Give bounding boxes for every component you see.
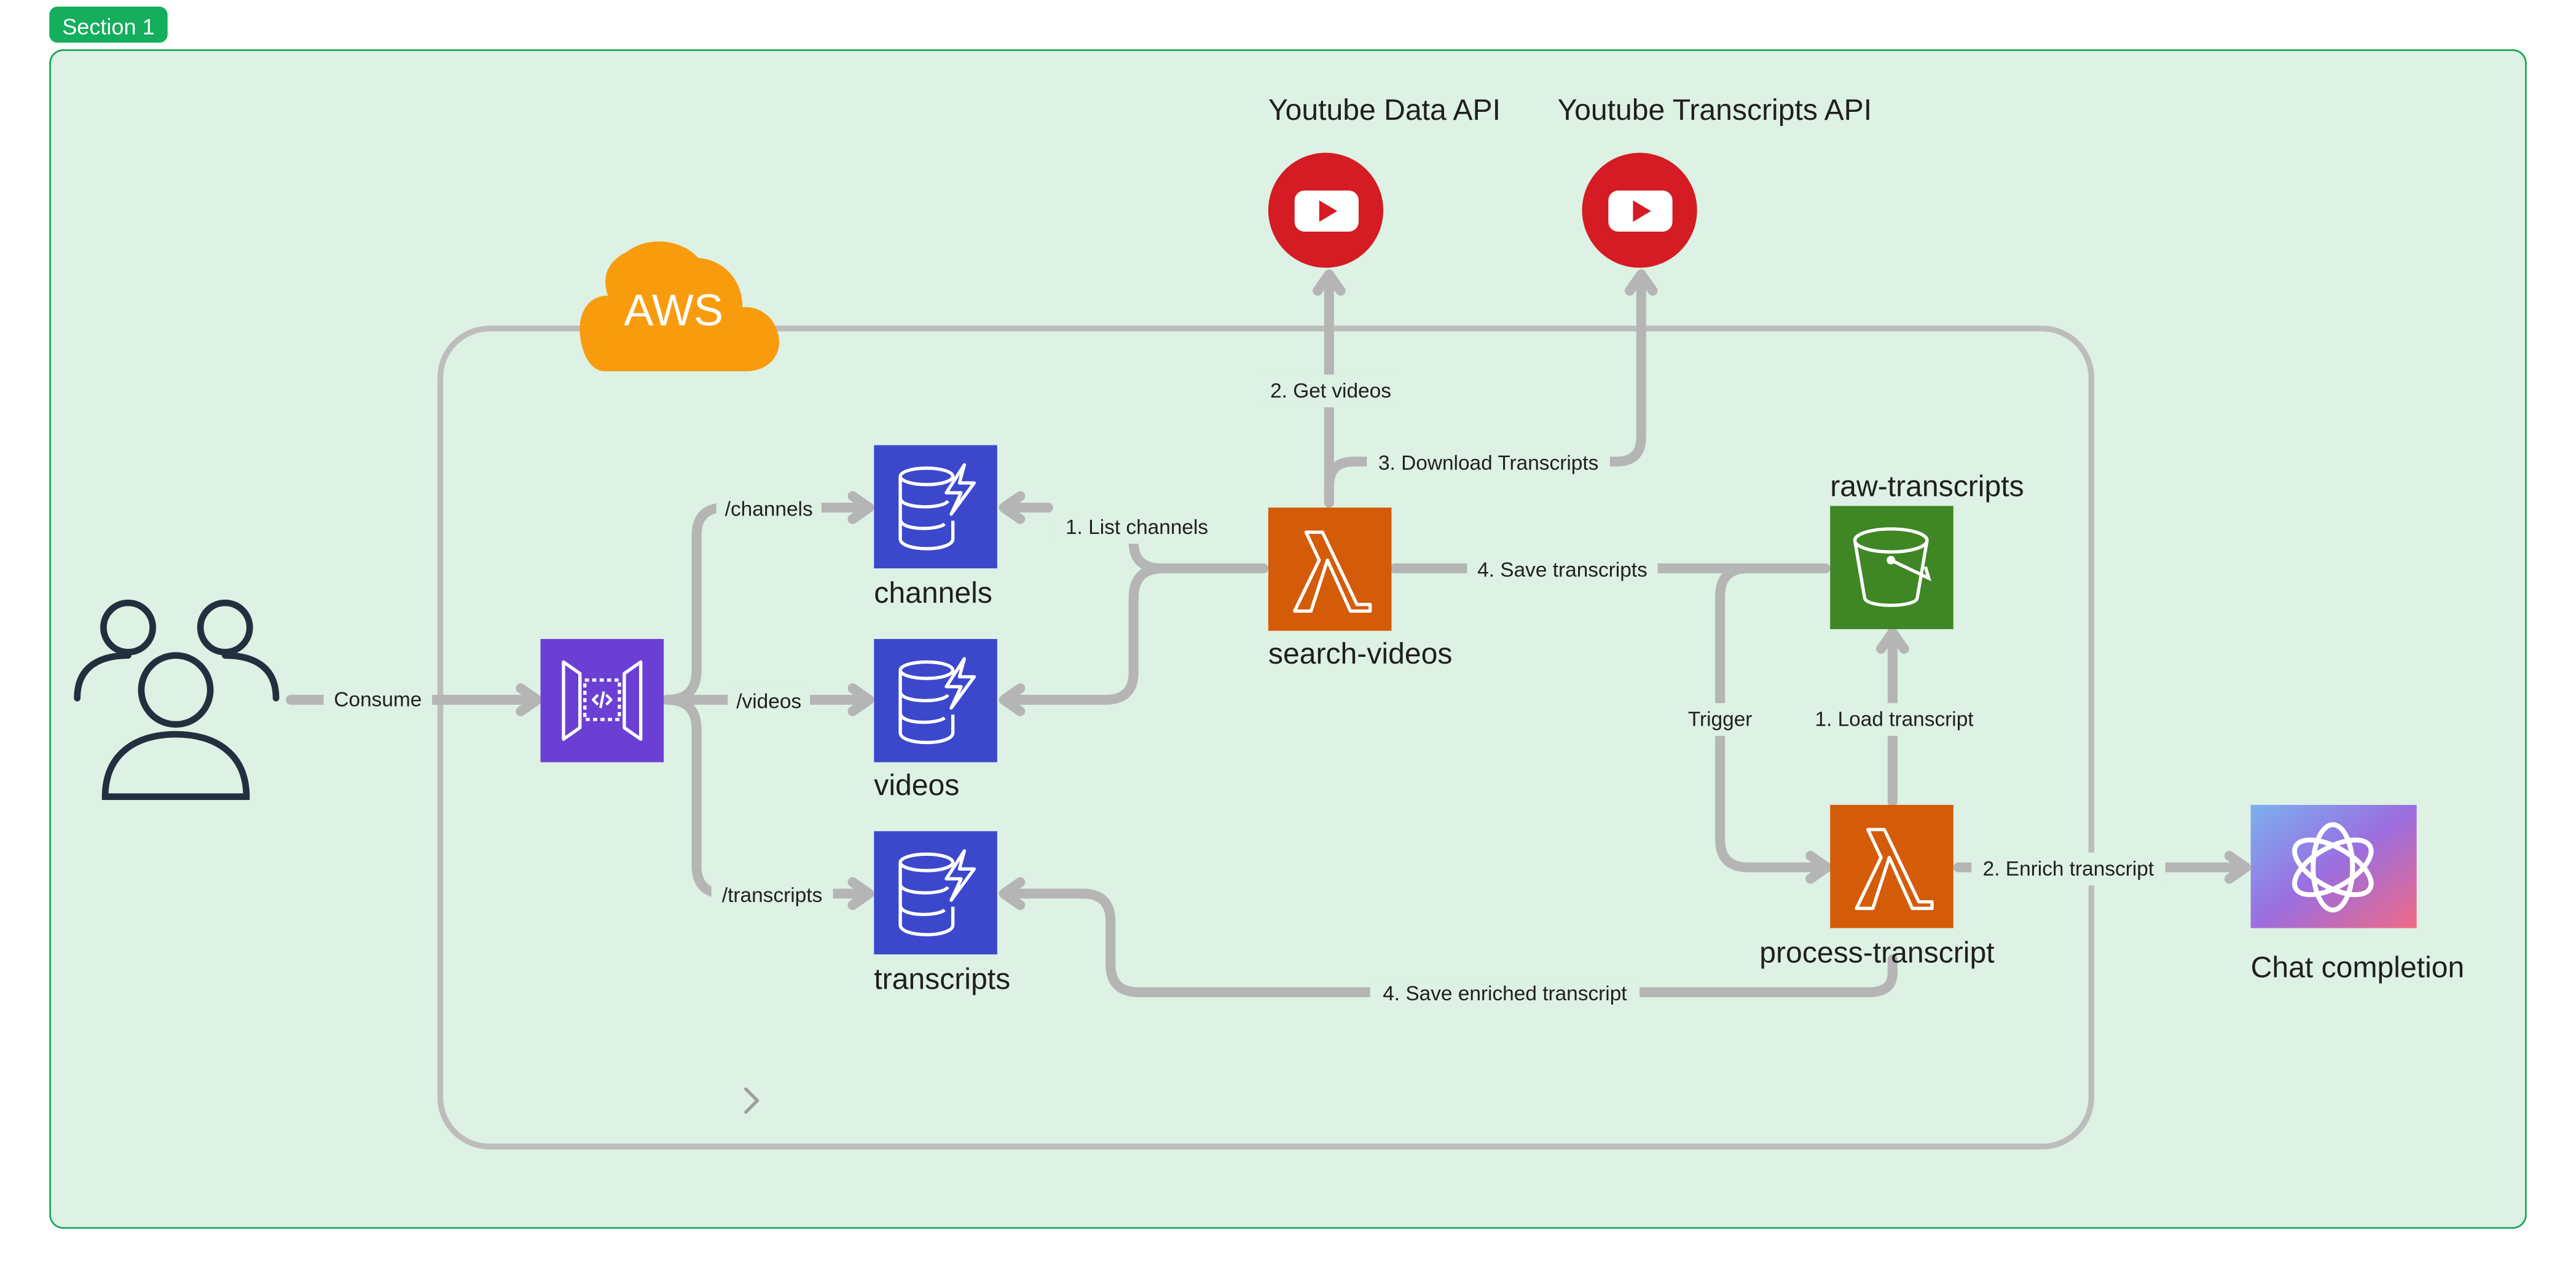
aws-group-container[interactable] bbox=[437, 326, 2095, 1150]
youtube-data-api[interactable]: Youtube Data API bbox=[1268, 93, 1501, 268]
youtube-transcripts-api-label: Youtube Transcripts API bbox=[1557, 93, 1872, 127]
edge-label-trigger: Trigger bbox=[1679, 703, 1761, 736]
channels-table[interactable]: channels bbox=[874, 445, 997, 610]
edge-label-save-transcripts: 4. Save transcripts bbox=[1467, 553, 1658, 587]
svg-text:2. Get videos: 2. Get videos bbox=[1270, 380, 1391, 402]
videos-label: videos bbox=[874, 769, 959, 802]
edge-label-load-transcript: 1. Load transcript bbox=[1804, 703, 1985, 736]
channels-label: channels bbox=[874, 576, 992, 610]
edge-label-download-transcripts: 3. Download Transcripts bbox=[1367, 447, 1610, 480]
chat-completion[interactable]: Chat completion bbox=[2250, 805, 2465, 984]
chat-completion-label: Chat completion bbox=[2251, 951, 2465, 984]
svg-text:2. Enrich transcript: 2. Enrich transcript bbox=[1983, 858, 2154, 880]
youtube-icon bbox=[1582, 152, 1697, 268]
svg-text:3. Download Transcripts: 3. Download Transcripts bbox=[1378, 452, 1598, 475]
search-videos-lambda[interactable]: search-videos bbox=[1268, 508, 1453, 670]
svg-text:/videos: /videos bbox=[736, 690, 801, 713]
aws-label: AWS bbox=[624, 286, 723, 335]
svg-text:1. Load transcript: 1. Load transcript bbox=[1815, 708, 1974, 731]
videos-table[interactable]: videos bbox=[874, 639, 997, 802]
svg-text:/channels: /channels bbox=[725, 498, 813, 520]
edge-label-list-channels: 1. List channels bbox=[1054, 511, 1219, 544]
edge-search-to-videos[interactable] bbox=[1000, 563, 1268, 705]
youtube-transcripts-api[interactable]: Youtube Transcripts API bbox=[1557, 93, 1872, 268]
svg-text:4. Save enriched transcript: 4. Save enriched transcript bbox=[1383, 982, 1627, 1005]
transcripts-table[interactable]: transcripts bbox=[874, 831, 1010, 996]
svg-text:Trigger: Trigger bbox=[1688, 708, 1753, 731]
svg-text:4. Save transcripts: 4. Save transcripts bbox=[1477, 559, 1647, 581]
edge-label-save-enriched: 4. Save enriched transcript bbox=[1370, 977, 1640, 1011]
process-transcript-lambda[interactable]: process-transcript bbox=[1759, 805, 1995, 970]
search-videos-label: search-videos bbox=[1268, 637, 1453, 670]
api-gateway-icon[interactable] bbox=[540, 639, 664, 762]
process-transcript-label: process-transcript bbox=[1759, 936, 1995, 970]
svg-text:/transcripts: /transcripts bbox=[722, 884, 822, 907]
aws-cloud-icon: AWS bbox=[579, 241, 780, 372]
svg-text:Consume: Consume bbox=[334, 689, 422, 712]
svg-text:1. List channels: 1. List channels bbox=[1066, 516, 1208, 539]
edge-label-videos: /videos bbox=[728, 684, 811, 718]
transcripts-label: transcripts bbox=[874, 962, 1010, 995]
s3-bucket-icon bbox=[1830, 506, 1954, 629]
lambda-icon bbox=[1830, 805, 1954, 928]
raw-transcripts-bucket[interactable]: raw-transcripts bbox=[1830, 469, 2024, 629]
dynamodb-icon bbox=[874, 445, 997, 569]
lambda-icon bbox=[1268, 508, 1392, 631]
raw-transcripts-label: raw-transcripts bbox=[1830, 469, 2024, 503]
openai-icon bbox=[2250, 805, 2417, 928]
youtube-icon bbox=[1268, 152, 1384, 268]
edge-label-enrich-transcript: 2. Enrich transcript bbox=[1971, 852, 2166, 886]
youtube-data-api-label: Youtube Data API bbox=[1268, 93, 1501, 127]
edge-label-channels: /channels bbox=[716, 493, 822, 526]
chevron-right-icon[interactable] bbox=[744, 1087, 760, 1114]
edge-label-transcripts: /transcripts bbox=[711, 879, 833, 912]
edge-label-get-videos: 2. Get videos bbox=[1260, 374, 1402, 408]
dynamodb-icon bbox=[874, 831, 997, 955]
section-tag[interactable]: Section 1 bbox=[49, 6, 168, 43]
section-tag-label: Section 1 bbox=[62, 14, 154, 39]
users-icon[interactable] bbox=[74, 599, 280, 800]
dynamodb-icon bbox=[874, 639, 997, 762]
edge-label-consume: Consume bbox=[323, 683, 433, 716]
edge-save-enriched[interactable] bbox=[1000, 888, 1898, 997]
